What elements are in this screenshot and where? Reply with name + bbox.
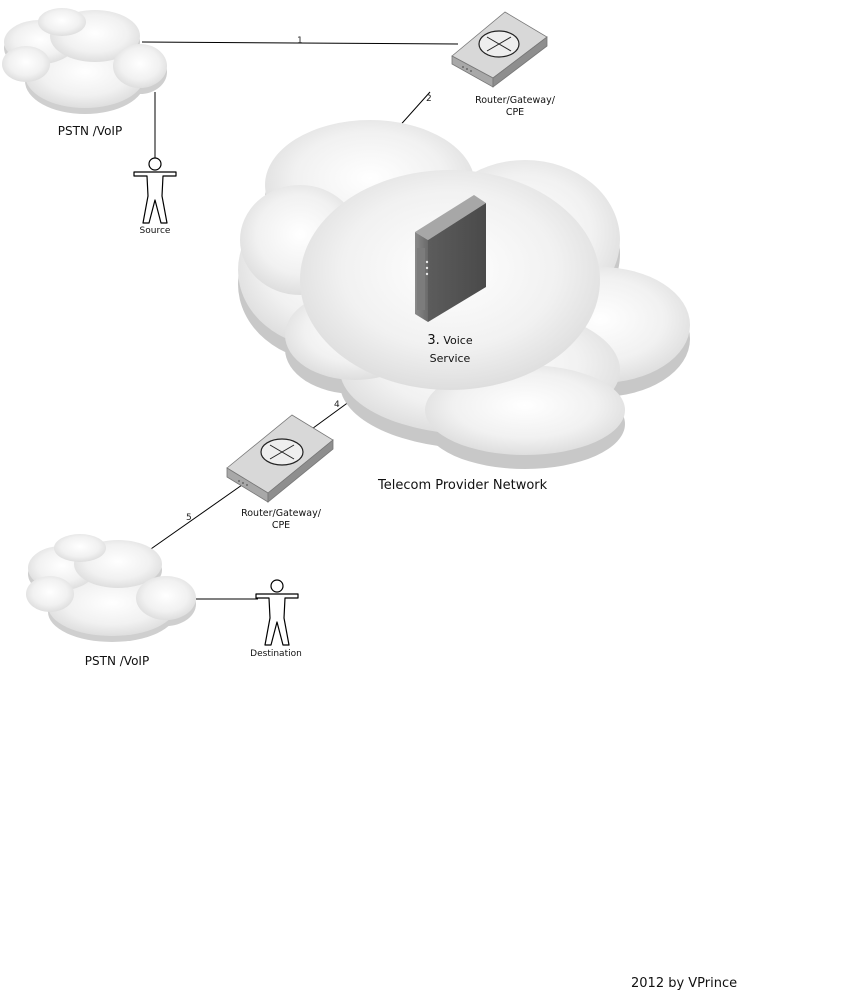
pstn-cloud-bottom (26, 534, 196, 642)
router-top-icon (451, 11, 548, 88)
voice-server-icon (415, 195, 486, 322)
pstn-top-label: PSTN /VoIP (57, 124, 123, 138)
destination-label: Destination (250, 649, 302, 659)
voice-service-label-line1: 3. Voice (405, 332, 495, 350)
router-bottom-label-line2: CPE (271, 520, 291, 531)
link-5-label: 5 (186, 513, 192, 523)
link-1-label: 1 (297, 36, 303, 46)
pstn-bottom-label: PSTN /VoIP (84, 654, 150, 668)
link-4-label: 4 (334, 400, 340, 410)
destination-person-icon (255, 579, 299, 646)
link-5-line (147, 484, 243, 552)
provider-network-label: Telecom Provider Network (378, 478, 548, 493)
router-top-label-line2: CPE (505, 107, 525, 118)
router-top-label: Router/Gateway/ CPE (470, 95, 560, 119)
provider-cloud (238, 120, 690, 469)
voice-service-label-line2: Service (429, 352, 471, 365)
voice-service-word1: Voice (443, 334, 473, 347)
pstn-cloud-top (2, 8, 167, 114)
voice-service-number: 3. (427, 333, 440, 348)
router-top-label-line1: Router/Gateway/ (475, 95, 555, 106)
link-2-label: 2 (426, 94, 432, 104)
source-label: Source (139, 226, 171, 236)
source-person-icon (133, 157, 177, 224)
credit-text: 2012 by VPrince (631, 976, 738, 991)
router-bottom-label-line1: Router/Gateway/ (241, 508, 321, 519)
link-1-line (141, 41, 459, 45)
voice-service-label: 3. Voice Service (405, 332, 495, 368)
router-bottom-icon (226, 414, 334, 503)
router-bottom-label: Router/Gateway/ CPE (236, 508, 326, 532)
